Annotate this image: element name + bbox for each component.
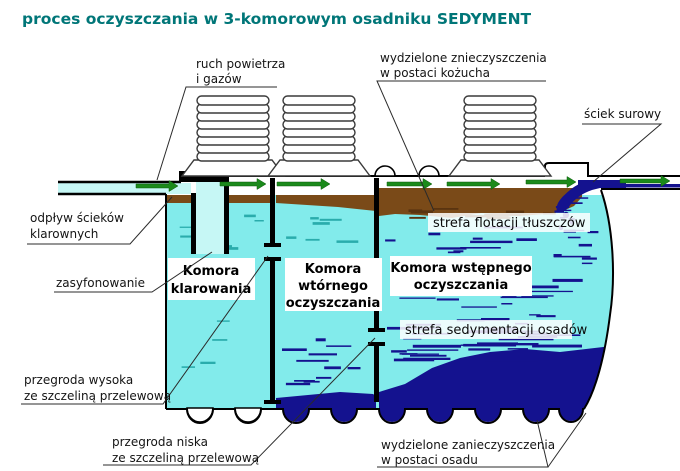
- svg-text:ruch powietrza: ruch powietrza: [196, 57, 285, 71]
- baffle-high-label: przegroda wysoka ze szczeliną przelewową: [24, 373, 171, 403]
- svg-text:wydzielone znieczyszczenia: wydzielone znieczyszczenia: [380, 51, 547, 65]
- baffle-low-label: przegroda niska ze szczeliną przelewową: [112, 435, 259, 465]
- baffle-high-partition: [264, 178, 281, 404]
- scum-separated-label: wydzielone znieczyszczenia w postaci koż…: [380, 51, 547, 80]
- sediment-zone-label: strefa sedymentacji osadów: [400, 320, 588, 339]
- svg-text:w postaci osadu: w postaci osadu: [381, 453, 478, 467]
- svg-text:Komora: Komora: [183, 264, 239, 279]
- gas-flow-arrow: [446, 178, 501, 190]
- raw-sewage-label: ściek surowy: [584, 107, 661, 121]
- vent-riser-3: [447, 95, 553, 177]
- svg-text:klarowania: klarowania: [171, 282, 251, 297]
- leader-lines: [21, 80, 663, 468]
- svg-text:Komora: Komora: [305, 262, 361, 277]
- svg-text:i gazów: i gazów: [196, 72, 242, 86]
- svg-text:strefa sedymentacji osadów: strefa sedymentacji osadów: [405, 323, 588, 338]
- gas-flow-arrow: [135, 180, 179, 192]
- sludge-layer: [379, 346, 612, 410]
- inlet-splash: [556, 180, 600, 213]
- gas-flow-arrow: [619, 175, 671, 187]
- gas-flow-arrow: [219, 178, 267, 190]
- svg-text:oczyszczania: oczyszczania: [414, 278, 509, 293]
- chamber-clarification-label: Komora klarowania: [168, 258, 255, 300]
- gas-flow-arrow: [386, 178, 433, 190]
- raw-sewage-stream: [578, 180, 626, 188]
- page-title: proces oczyszczania w 3-komorowym osadni…: [22, 10, 532, 28]
- fat-flotation-zone-label: strefa flotacji tłuszczów: [428, 213, 590, 232]
- chamber-preliminary-label: Komora wstępnego oczyszczania: [390, 256, 532, 296]
- svg-text:odpływ ścieków: odpływ ścieków: [30, 211, 124, 225]
- gas-flow-arrows: [135, 175, 671, 192]
- sludge-separated-label: wydzielone zanieczyszczenia w postaci os…: [381, 438, 555, 467]
- gas-flow-arrow: [525, 176, 577, 188]
- siphoning-label: zasyfonowanie: [56, 276, 145, 290]
- chamber-secondary-label: Komora wtórnego oczyszczania: [285, 258, 382, 311]
- svg-text:wtórnego: wtórnego: [298, 279, 368, 294]
- svg-text:ze szczeliną przelewową: ze szczeliną przelewową: [112, 451, 259, 465]
- tank-top-bump: [418, 165, 440, 177]
- svg-text:Komora wstępnego: Komora wstępnego: [390, 261, 531, 276]
- svg-text:przegroda niska: przegroda niska: [112, 435, 208, 449]
- svg-text:strefa flotacji tłuszczów: strefa flotacji tłuszczów: [433, 216, 586, 231]
- outlet-pipe: [58, 180, 191, 196]
- svg-text:w postaci kożucha: w postaci kożucha: [380, 66, 490, 80]
- scum-strip-chamber1: [229, 195, 273, 203]
- vent-risers: [180, 95, 553, 177]
- svg-text:ze szczeliną przelewową: ze szczeliną przelewową: [24, 389, 171, 403]
- scum-strip-chamber2: [276, 195, 376, 211]
- svg-text:wydzielone zanieczyszczenia: wydzielone zanieczyszczenia: [381, 438, 555, 452]
- vent-riser-1: [180, 95, 286, 177]
- svg-text:przegroda wysoka: przegroda wysoka: [24, 373, 133, 387]
- tank-top-bump: [374, 165, 396, 177]
- scum-strip-left: [167, 195, 191, 203]
- svg-text:klarownych: klarownych: [30, 227, 98, 241]
- gas-flow-arrow: [276, 178, 331, 190]
- clarified-outflow-label: odpływ ścieków klarownych: [30, 211, 124, 241]
- inlet-pipe: [544, 162, 680, 231]
- air-movement-label: ruch powietrza i gazów: [196, 57, 285, 86]
- sludge-chamber2: [276, 392, 376, 410]
- vent-riser-2: [266, 95, 372, 177]
- svg-text:oczyszczania: oczyszczania: [286, 296, 381, 311]
- baffle-low-partition: [368, 178, 385, 402]
- tank-bottom-ribs: [186, 407, 583, 423]
